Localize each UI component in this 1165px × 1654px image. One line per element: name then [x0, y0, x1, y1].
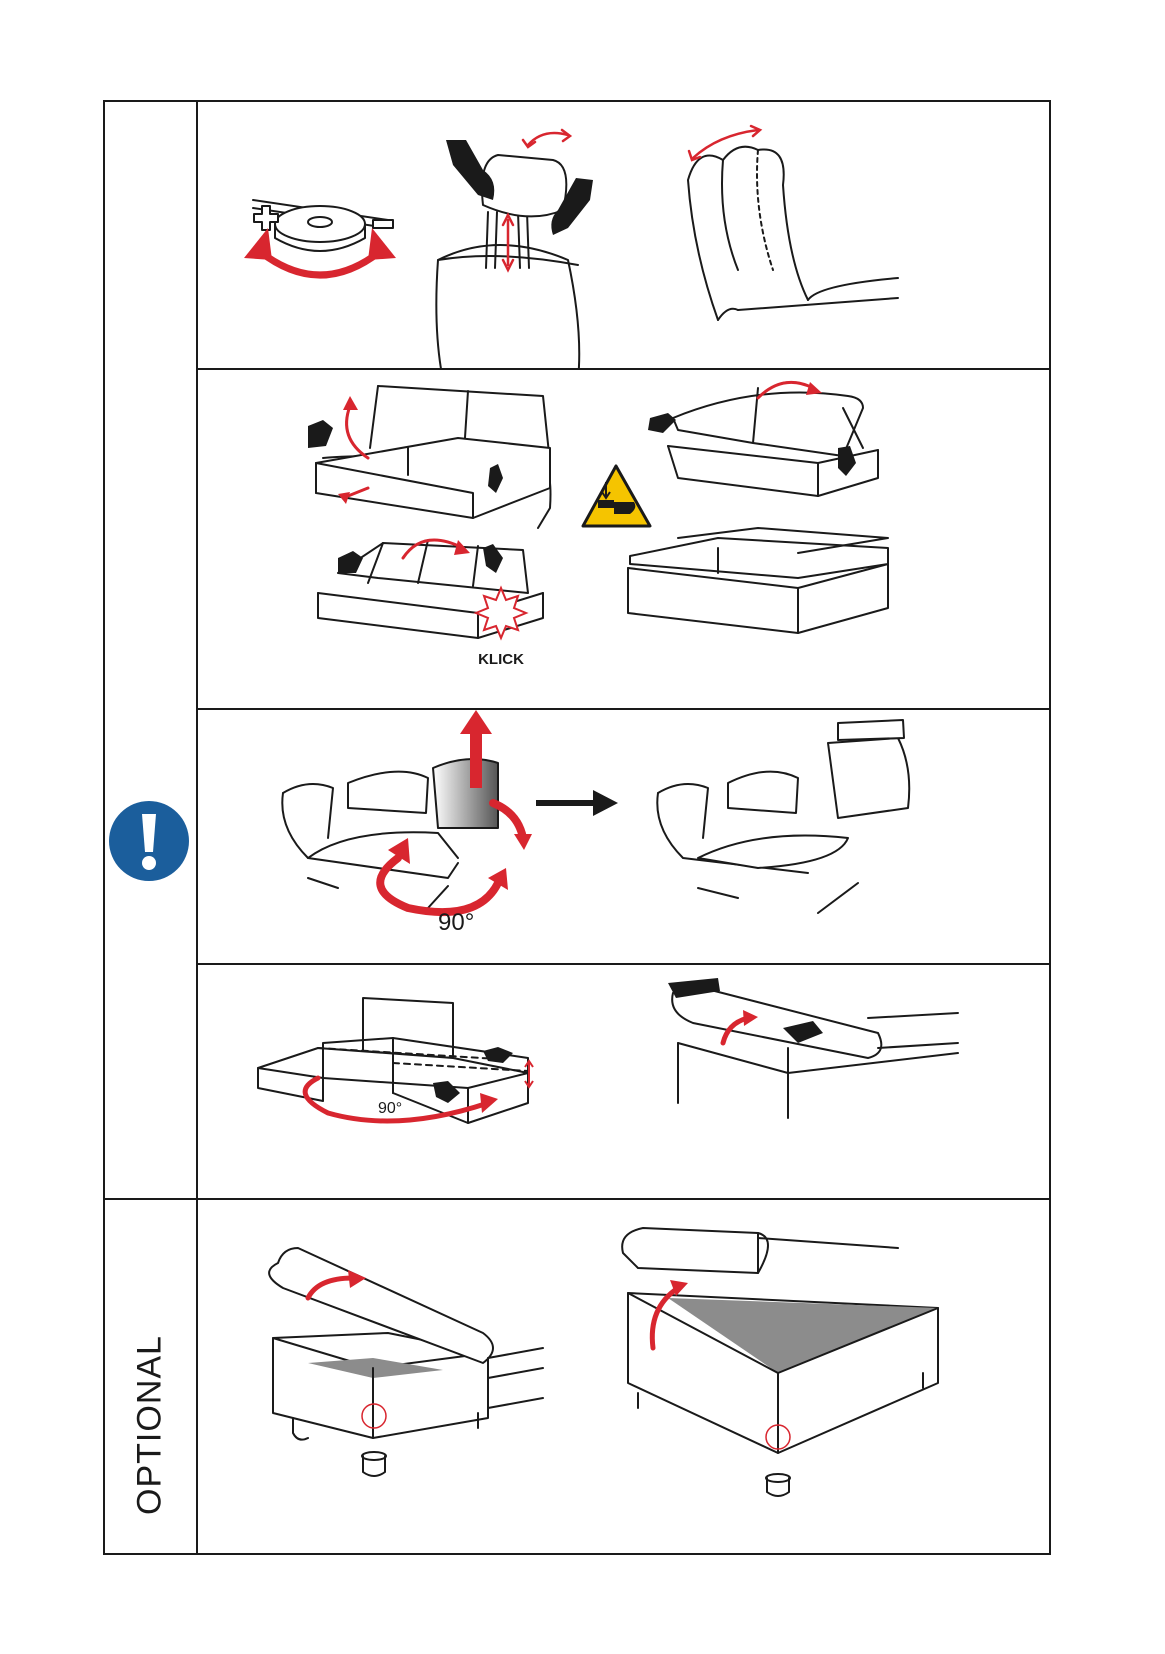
adjustment-knob: [252, 199, 389, 252]
chaise-module: [257, 997, 529, 1124]
sofa-step-2: [667, 387, 879, 497]
angle-label: 90°: [438, 909, 474, 936]
black-arrow-icon: [536, 790, 618, 816]
storage-box-right: [621, 1227, 939, 1497]
info-exclamation-icon: [109, 801, 189, 881]
hand-icon: [433, 978, 823, 1103]
panel-headrest-illustration: [244, 124, 899, 368]
panel-rotation-illustration: 90°: [281, 710, 911, 936]
divider: [103, 1198, 1051, 1200]
hand-icon: [446, 140, 593, 235]
armrest-roll: [671, 985, 959, 1119]
panel-storage: [198, 1198, 1051, 1555]
panel-sofa-bed: KLICK: [198, 368, 1051, 708]
klick-burst: [473, 585, 529, 641]
red-arrow-icon: [501, 124, 763, 273]
sofa-step-3: [317, 539, 544, 639]
panel-chaise: 90°: [198, 963, 1051, 1198]
angle-label: 90°: [378, 1100, 402, 1117]
panel-chaise-illustration: 90°: [257, 978, 959, 1124]
sofa-step-1: [315, 385, 552, 529]
panel-storage-illustration: [268, 1227, 939, 1497]
red-arrow-icon: [524, 1059, 534, 1089]
divider: [198, 963, 1051, 965]
sofa-after: [656, 719, 911, 914]
flat-bed: [627, 527, 889, 634]
headrest-posts: [435, 154, 581, 368]
divider: [198, 708, 1051, 710]
headrest-tilt-profile: [687, 145, 899, 321]
side-column: [103, 100, 198, 1555]
panel-sofa-bed-illustration: KLICK: [308, 380, 889, 668]
optional-label: OPTIONAL: [130, 1335, 169, 1515]
red-arrow-icon: [348, 1270, 688, 1296]
red-arrow-icon: [305, 1275, 681, 1351]
storage-box-left: [268, 1247, 544, 1477]
hand-icon: [308, 413, 856, 573]
red-arrow-icon: [460, 710, 492, 788]
red-arrow-icon: [254, 246, 386, 279]
red-arrow-icon: [480, 1010, 758, 1113]
foot-callout: [361, 1403, 791, 1450]
sofa-before: [281, 758, 499, 909]
divider: [198, 368, 1051, 370]
red-arrow-icon: [244, 228, 396, 260]
plus-minus-icon: [253, 205, 394, 231]
instruction-frame: [103, 100, 1051, 1555]
red-arrow-icon: [338, 382, 822, 555]
panel-rotation: 90°: [198, 708, 1051, 963]
pinch-warning-icon: [581, 464, 652, 528]
klick-label: KLICK: [478, 651, 524, 668]
red-arrow-icon: [376, 799, 527, 917]
red-arrow-icon: [388, 834, 532, 890]
panel-headrest: [198, 100, 1051, 368]
